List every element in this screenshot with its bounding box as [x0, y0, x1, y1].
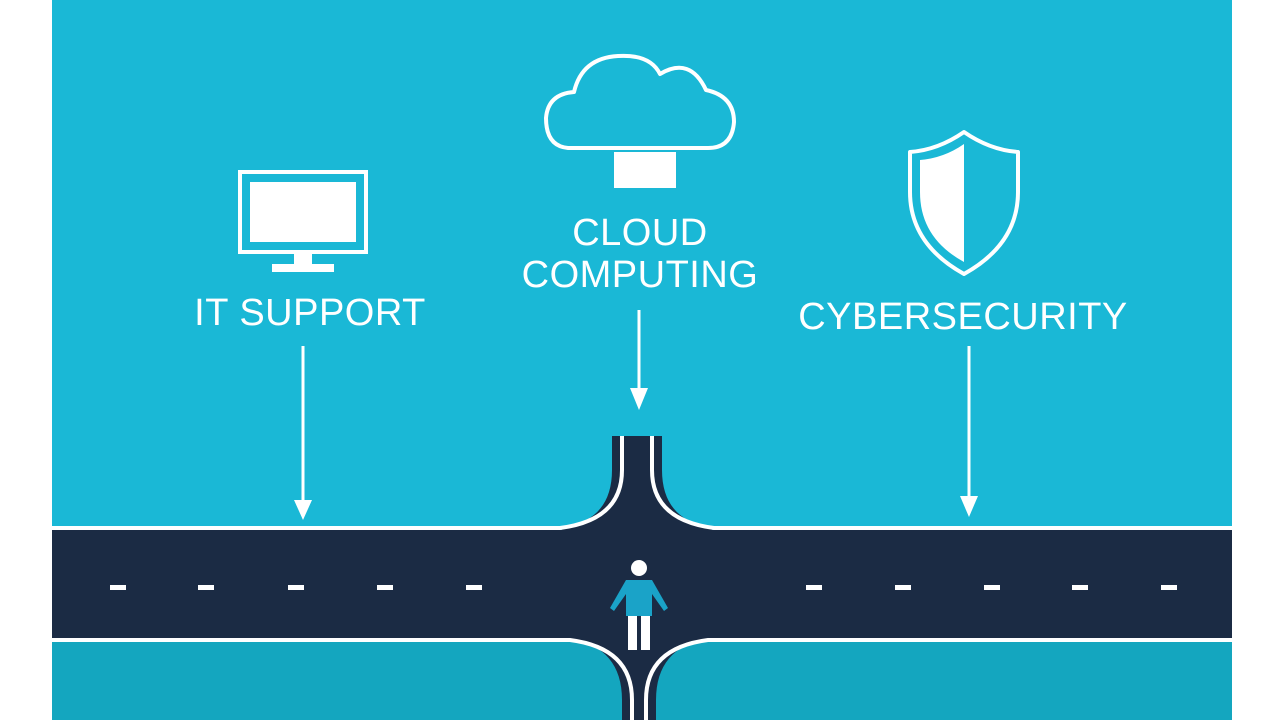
arrowhead-cloud — [630, 388, 648, 410]
road-edge-bottom-right — [644, 638, 1232, 720]
road-edge-top-left — [52, 436, 624, 530]
cloud-icon — [544, 53, 736, 188]
arrowhead-it-support — [294, 500, 312, 520]
road-edge-top-right — [650, 436, 1232, 530]
cloud-computing-label-line1: CLOUD — [572, 212, 708, 254]
shield-icon — [908, 130, 1020, 276]
it-support-label: IT SUPPORT — [194, 292, 426, 334]
cloud-computing-label-line2: COMPUTING — [521, 254, 759, 296]
north-road — [562, 436, 712, 532]
person-figure — [610, 560, 668, 650]
road-edge-bottom-left — [52, 638, 634, 720]
lane-dashes — [110, 585, 1177, 590]
cloud-computing-label: CLOUD COMPUTING — [490, 212, 790, 296]
direction-arrows — [294, 310, 978, 520]
computer-monitor-icon — [238, 170, 368, 272]
arrowhead-cybersecurity — [960, 496, 978, 517]
south-road — [570, 638, 708, 720]
cybersecurity-label: CYBERSECURITY — [798, 296, 1128, 338]
